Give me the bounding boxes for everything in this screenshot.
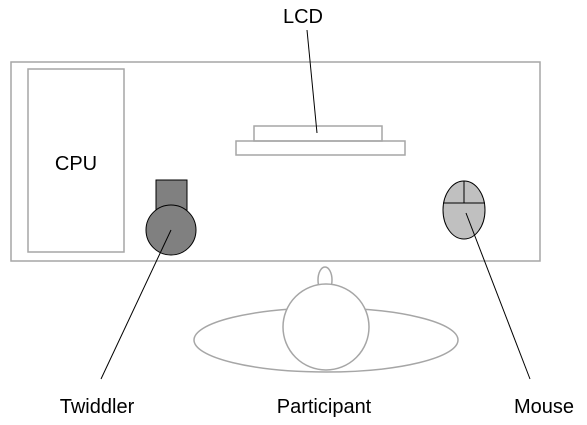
lcd-stand	[253, 125, 383, 142]
lcd-base	[235, 140, 406, 156]
mouse-label: Mouse	[514, 396, 574, 418]
participant-label: Participant	[277, 396, 372, 418]
mouse-leader-line	[465, 212, 531, 380]
lcd-leader-line	[306, 29, 318, 134]
twiddler-leader-line	[100, 229, 172, 380]
twiddler-label: Twiddler	[60, 396, 135, 418]
participant-head	[282, 283, 370, 371]
lcd-label: LCD	[283, 6, 323, 28]
cpu-label: CPU	[55, 153, 97, 175]
desk-outline	[10, 61, 541, 262]
cpu-box	[27, 68, 125, 253]
